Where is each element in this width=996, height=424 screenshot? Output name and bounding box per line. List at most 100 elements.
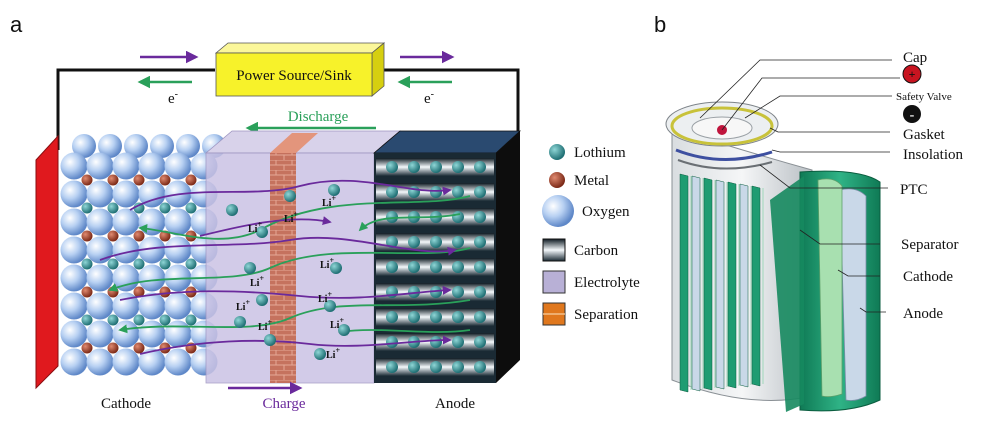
panel-b-callouts (699, 59, 900, 313)
lithium-atom (185, 258, 197, 270)
legend-separation: Separation (542, 302, 639, 326)
cathode-lattice (60, 134, 226, 376)
panel-a-letter: a (10, 12, 23, 37)
metal-atom (159, 286, 171, 298)
oxygen-sphere (60, 320, 88, 348)
oxygen-sphere (112, 348, 140, 376)
li-ion-label: Li+ (236, 298, 250, 313)
oxygen-sphere (124, 134, 148, 158)
oxygen-sphere (86, 292, 114, 320)
li-ion-label: Li+ (322, 194, 336, 209)
svg-text:Carbon: Carbon (574, 243, 619, 259)
oxygen-sphere (164, 320, 192, 348)
intercalated-lithium (386, 336, 398, 348)
discharge-ion-path (108, 247, 471, 292)
oxygen-sphere (164, 152, 192, 180)
svg-text:Separation: Separation (574, 307, 639, 323)
oxygen-sphere (86, 348, 114, 376)
intercalated-lithium (386, 311, 398, 323)
metal-atom (81, 230, 93, 242)
oxygen-sphere (112, 180, 140, 208)
oxygen-sphere (138, 264, 166, 292)
lithium-atom (81, 314, 93, 326)
oxygen-sphere (164, 292, 192, 320)
intercalated-lithium (430, 311, 442, 323)
cathode-plate (35, 134, 59, 390)
intercalated-lithium (408, 161, 420, 173)
oxygen-sphere (60, 264, 88, 292)
oxygen-sphere (138, 348, 166, 376)
cathode-label: Cathode (101, 396, 151, 412)
metal-atom (185, 174, 197, 186)
lithium-atom (133, 202, 145, 214)
intercalated-lithium (430, 186, 442, 198)
intercalated-lithium (474, 336, 486, 348)
oxygen-sphere (176, 134, 200, 158)
lithium-atom (107, 202, 119, 214)
oxygen-sphere (60, 292, 88, 320)
lithium-atom (133, 258, 145, 270)
intercalated-lithium (408, 286, 420, 298)
intercalated-lithium (474, 186, 486, 198)
power-source-label: Power Source/Sink (236, 68, 352, 84)
lithium-ion (324, 300, 336, 312)
oxygen-sphere (86, 208, 114, 236)
discharge-ion-path (358, 213, 461, 232)
metal-atom (133, 230, 145, 242)
electron-left-label: e- (168, 89, 178, 107)
li-ion-label: Li+ (284, 210, 298, 225)
intercalated-lithium (430, 336, 442, 348)
oxygen-sphere (112, 320, 140, 348)
oxygen-sphere (86, 320, 114, 348)
electrode-strip (727, 181, 737, 389)
legend-lithium: Lothium (549, 144, 626, 161)
metal-atom (107, 342, 119, 354)
outer-separator-sheet (839, 188, 867, 401)
oxygen-sphere (98, 134, 122, 158)
lithium-atom (81, 202, 93, 214)
oxygen-sphere (138, 236, 166, 264)
oxygen-sphere (138, 292, 166, 320)
intercalated-lithium (386, 186, 398, 198)
oxygen-sphere (86, 264, 114, 292)
li-ion-label: Li+ (250, 274, 264, 289)
intercalated-lithium (430, 361, 442, 373)
minus-terminal-icon: - (903, 105, 921, 123)
discharge-ion-path (338, 326, 471, 336)
outer-cathode-sheet (817, 178, 843, 398)
metal-atom (107, 174, 119, 186)
li-ion-label: Li+ (320, 256, 334, 271)
lithium-ion (338, 324, 350, 336)
legend: Lothium Metal Oxygen Carbon Electrolyte … (542, 144, 640, 326)
lithium-atom (159, 202, 171, 214)
svg-text:Lothium: Lothium (574, 145, 626, 161)
li-ion-label: Li+ (326, 346, 340, 361)
intercalated-lithium (430, 161, 442, 173)
charge-ion-path (199, 216, 332, 237)
circuit-wire (56, 68, 520, 150)
metal-atom (81, 174, 93, 186)
charge-ion-path (99, 236, 457, 261)
insolation-label: Insolation (903, 147, 963, 163)
plus-terminal-icon: + (902, 64, 922, 84)
power-source-box: Power Source/Sink (214, 42, 386, 97)
cylindrical-cell (665, 101, 881, 412)
oxygen-sphere (60, 208, 88, 236)
svg-text:Oxygen: Oxygen (582, 204, 630, 220)
plus-terminal-sign: + (909, 67, 916, 81)
lithium-atom (185, 202, 197, 214)
intercalated-lithium (452, 211, 464, 223)
electron-right-label: e- (424, 89, 434, 107)
safety-valve-label: Safety Valve (896, 91, 952, 103)
legend-oxygen: Oxygen (542, 195, 630, 227)
lithium-atom (107, 314, 119, 326)
intercalated-lithium (430, 236, 442, 248)
lithium-atom (107, 258, 119, 270)
oxygen-sphere (112, 208, 140, 236)
metal-atom (133, 174, 145, 186)
electrode-strip (715, 179, 725, 390)
intercalated-lithium (452, 311, 464, 323)
oxygen-sphere (60, 180, 88, 208)
charge-ion-path (119, 285, 452, 301)
